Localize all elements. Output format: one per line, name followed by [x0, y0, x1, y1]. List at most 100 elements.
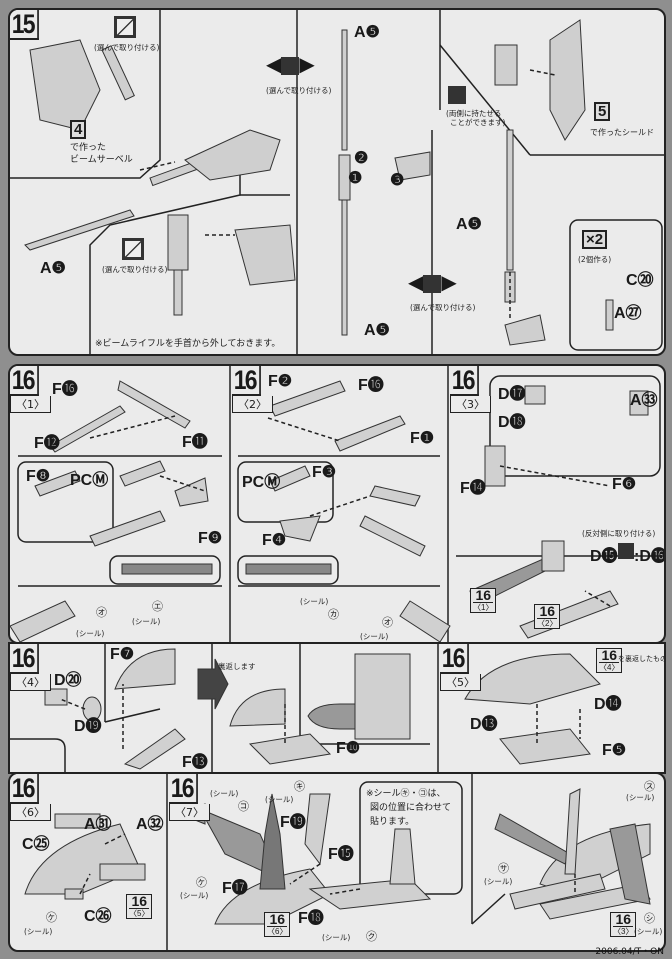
step-number: 16 — [169, 774, 198, 804]
sticker-caption: (シール) — [360, 632, 389, 641]
select-attach-caption: (選んで取り付ける) — [410, 303, 476, 312]
substep-label: 〈5〉 — [440, 674, 481, 691]
part-label-a31: A㉛ — [84, 816, 112, 833]
swap-arrows-icon: ◀▶ — [408, 270, 457, 294]
part-label-d20: D⑳ — [54, 672, 82, 689]
part-label-f1: F❶ — [410, 430, 435, 447]
rifle-note: ※ビームライフルを手首から外しておきます。 — [95, 339, 281, 349]
sticker-note-1: ※シール㋖・㋙は、 — [366, 789, 446, 799]
sticker-sa-label: ㋚ — [498, 862, 509, 875]
substep-label: 〈7〉 — [169, 804, 210, 821]
step-16-row-1: 16 〈1〉 F⓰ F⓬ F⓫ F❽ PCⓂ F❾ ㋔ (シール) ㋓ (シール… — [8, 364, 666, 644]
sticker-caption: (シール) — [132, 617, 161, 626]
sticker-e-label: ㋓ — [152, 600, 163, 613]
part-label-f16: F⓰ — [52, 381, 78, 398]
step-15-panel: 15 (選んで取り付ける) 4 で作った ビームサーベル A❺ (選んで取り付け… — [8, 8, 666, 356]
step-16-3-reference: 16〈3〉 — [610, 911, 637, 937]
step-5-reference: 5 — [594, 102, 611, 121]
sticker-caption: (シール) — [626, 793, 655, 802]
step-16-2-reference: 16〈2〉 — [534, 603, 561, 629]
select-attach-caption: (選んで取り付ける) — [266, 86, 332, 95]
sticker-su-label: ㋜ — [644, 780, 655, 793]
ref-number: 16 — [269, 911, 286, 927]
order-1: ❶ — [348, 170, 363, 187]
part-label-f8: F❽ — [26, 468, 51, 485]
step-16-row-3: 16 〈6〉 A㉛ A㉜ C㉕ C㉖ 16〈5〉 ㋘ (シール) 16 〈7〉 … — [8, 772, 666, 952]
ref-sub: 〈2〉 — [537, 618, 558, 628]
part-label-f4: F❹ — [262, 532, 287, 549]
sticker-caption: (シール) — [180, 891, 209, 900]
sticker-ku-label: ㋘ — [46, 911, 57, 924]
part-label-f9: F❾ — [198, 530, 223, 547]
sticker-caption: (シール) — [265, 795, 294, 804]
sticker-caption: (シール) — [76, 629, 105, 638]
part-label-d14: D⓮ — [594, 696, 622, 713]
sticker-caption: (シール) — [634, 927, 663, 936]
step-number: 16 — [440, 644, 469, 674]
substep-label: 〈3〉 — [450, 396, 491, 413]
ref-sub: 〈5〉 — [129, 908, 150, 918]
part-label-f11: F⓫ — [182, 434, 208, 451]
ref-sub: 〈4〉 — [599, 662, 620, 672]
step-number: 16 — [232, 366, 261, 396]
both-hands-caption-1: (両側に持たせる — [446, 109, 502, 118]
part-label-d17: D⓱ — [498, 386, 526, 403]
part-label-c25: C㉕ — [22, 836, 50, 853]
sticker-note-3: 貼ります。 — [370, 817, 415, 827]
ref-number: 16 — [539, 603, 556, 619]
both-hands-icon — [448, 86, 466, 104]
sticker-o-label: ㋔ — [382, 616, 393, 629]
part-label-f18: F⓲ — [298, 910, 324, 927]
sticker-caption: (シール) — [300, 597, 329, 606]
step-16-row-2: 16 〈4〉 D⑳ D⓳ F❼ F⓭ 裏返します F❿ 16 〈5〉 16〈4〉… — [8, 642, 666, 774]
select-attach-icon — [114, 16, 136, 38]
ref-sub: 〈1〉 — [473, 602, 494, 612]
sticker-ka-label: ㋕ — [328, 608, 339, 621]
part-label-f17: F⓱ — [222, 880, 248, 897]
part-label-d18: D⓲ — [498, 414, 526, 431]
step-number: 16 — [450, 366, 479, 396]
part-label-f13: F⓭ — [182, 754, 208, 771]
sticker-ke-label: ㋘ — [196, 876, 207, 889]
ref-number: 16 — [131, 893, 148, 909]
part-label-c20: C⑳ — [626, 272, 654, 289]
sticker-note-2: 図の位置に合わせて — [370, 803, 452, 813]
sticker-ku-label: ㋗ — [366, 930, 377, 943]
ref-number: 16 — [601, 647, 618, 663]
part-label-a5: A❺ — [354, 24, 380, 41]
part-label-f14: F⓮ — [460, 480, 486, 497]
swap-arrows-icon: ◀▶ — [266, 52, 315, 76]
flipped-caption: を裏返したもの — [618, 655, 666, 663]
ref-number: 16 — [615, 911, 632, 927]
part-label-pcm: PCⓂ — [242, 474, 281, 491]
sticker-caption: (シール) — [322, 933, 351, 942]
order-2: ❷ — [354, 150, 369, 167]
step-16-row-1-illustration — [10, 366, 664, 642]
sticker-o-label: ㋔ — [96, 606, 107, 619]
part-label-pcm: PCⓂ — [70, 472, 109, 489]
part-label-a32: A㉜ — [136, 816, 164, 833]
part-label-f5: F❺ — [602, 742, 627, 759]
sticker-ki-label: ㋖ — [294, 780, 305, 793]
sticker-caption: (シール) — [210, 789, 239, 798]
sticker-caption: (シール) — [484, 877, 513, 886]
part-label-f16: F⓰ — [358, 377, 384, 394]
step-16-1-reference: 16〈1〉 — [470, 588, 497, 613]
part-label-f12: F⓬ — [34, 435, 60, 452]
step-4-reference: 4 — [70, 120, 87, 139]
step-number: 16 — [10, 644, 39, 674]
flip-side-icon — [618, 543, 634, 559]
part-label-d16: :D⓰ — [634, 548, 666, 565]
flip-over-caption: 裏返します — [218, 662, 256, 671]
part-label-f15: F⓯ — [328, 846, 354, 863]
step-16-4-reference: 16〈4〉 — [596, 647, 623, 673]
shield-caption: で作ったシールド — [590, 128, 654, 137]
part-label-c26: C㉖ — [84, 908, 112, 925]
sticker-caption: (シール) — [24, 927, 53, 936]
beam-saber-caption-1: で作った — [70, 143, 107, 153]
part-label-a33: A㉝ — [630, 392, 658, 409]
select-attach-caption: (選んで取り付ける) — [94, 43, 160, 52]
part-label-f6: F❻ — [612, 476, 637, 493]
step-16-6-reference: 16〈6〉 — [264, 911, 291, 937]
part-label-f7: F❼ — [110, 646, 135, 663]
